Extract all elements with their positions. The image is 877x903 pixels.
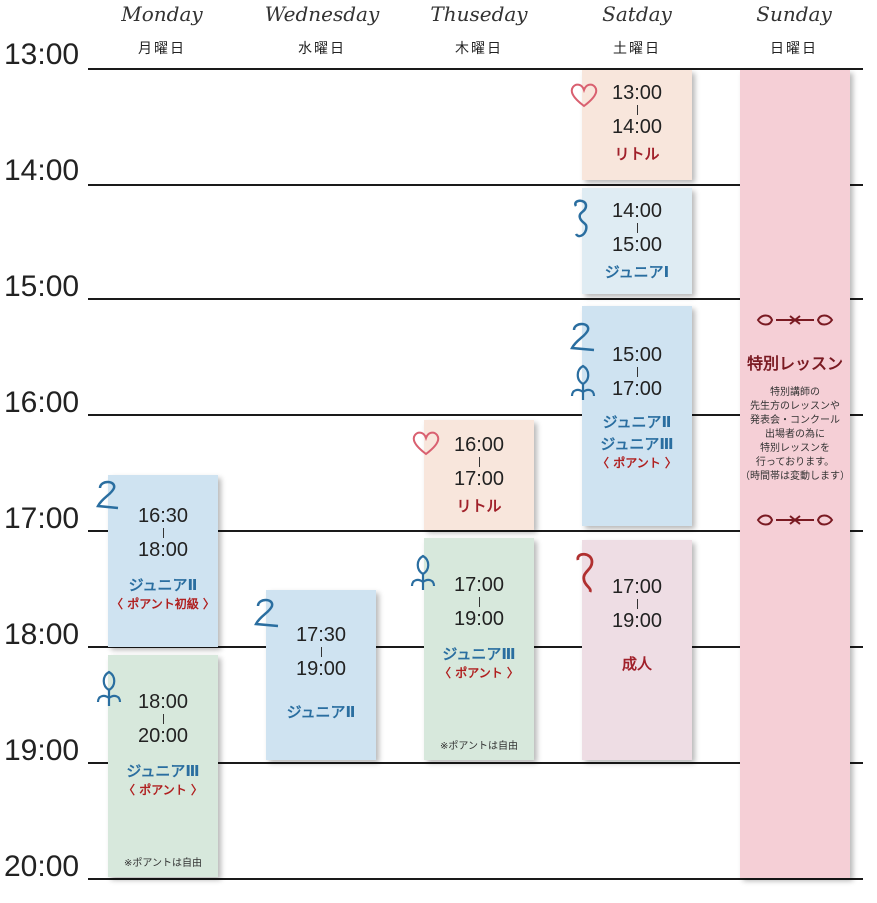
class-block-saturday-3[interactable]: 15:00 17:00 ジュニアⅡ ジュニアⅢ 〈 ポアント 〉 bbox=[582, 306, 692, 526]
class-block-thursday-1[interactable]: 16:00 17:00 リトル bbox=[424, 420, 534, 530]
class-name: ジュニアⅡ bbox=[128, 576, 198, 594]
class-name: リトル bbox=[614, 145, 660, 163]
start-time: 18:00 bbox=[137, 691, 189, 713]
time-separator bbox=[636, 367, 638, 377]
hour-line bbox=[88, 68, 863, 70]
time-label-14: 14:00 bbox=[4, 154, 80, 187]
swirl-icon bbox=[576, 552, 594, 593]
class-name: ジュニアⅠ bbox=[604, 263, 670, 281]
day-jp-saturday: 土曜日 bbox=[613, 41, 661, 57]
end-time: 15:00 bbox=[611, 234, 663, 256]
desc-line: 行っております。 bbox=[755, 457, 835, 468]
special-lesson-desc: 特別講師の 先生方のレッスンや 発表会・コンクール 出場者の為に 特別レッスンを… bbox=[740, 386, 850, 484]
time-separator bbox=[478, 457, 480, 467]
start-time: 16:30 bbox=[137, 505, 189, 527]
tulip-icon bbox=[410, 554, 436, 590]
ornament-icon bbox=[756, 514, 834, 526]
day-jp-monday: 月曜日 bbox=[138, 41, 186, 57]
swirl-icon bbox=[570, 322, 595, 352]
class-note: 〈 ポアント 〉 bbox=[439, 666, 519, 680]
class-footnote: ※ポアントは自由 bbox=[124, 858, 202, 869]
hour-line bbox=[88, 878, 863, 880]
heart-icon bbox=[570, 83, 598, 108]
class-block-saturday-2[interactable]: 14:00 15:00 ジュニアⅠ bbox=[582, 188, 692, 294]
start-time: 15:00 bbox=[611, 344, 663, 366]
time-separator bbox=[162, 714, 164, 724]
end-time: 17:00 bbox=[453, 468, 505, 490]
end-time: 19:00 bbox=[453, 608, 505, 630]
day-en-saturday: Satday bbox=[602, 2, 672, 26]
start-time: 16:00 bbox=[453, 434, 505, 456]
time-separator bbox=[162, 528, 164, 538]
class-block-monday-1[interactable]: 16:30 18:00 ジュニアⅡ 〈 ポアント初級 〉 bbox=[108, 475, 218, 647]
hour-line bbox=[88, 762, 863, 764]
class-note: 〈 ポアント初級 〉 bbox=[111, 597, 215, 611]
start-time: 17:30 bbox=[295, 624, 347, 646]
time-label-13: 13:00 bbox=[4, 38, 80, 71]
end-time: 20:00 bbox=[137, 725, 189, 747]
time-separator bbox=[636, 223, 638, 233]
tulip-icon bbox=[96, 670, 122, 706]
hour-line bbox=[88, 298, 863, 300]
start-time: 17:00 bbox=[453, 574, 505, 596]
hour-line bbox=[88, 414, 863, 416]
day-jp-thursday: 木曜日 bbox=[455, 41, 503, 57]
class-note: 〈 ポアント 〉 bbox=[123, 783, 203, 797]
desc-line: 発表会・コンクール bbox=[750, 415, 840, 426]
time-separator bbox=[636, 105, 638, 115]
time-label-16: 16:00 bbox=[4, 386, 80, 419]
end-time: 18:00 bbox=[137, 539, 189, 561]
class-name-2: ジュニアⅢ bbox=[600, 435, 674, 453]
swirl-icon bbox=[574, 199, 588, 238]
day-en-sunday: Sunday bbox=[756, 2, 832, 26]
special-lesson-title: 特別レッスン bbox=[746, 354, 843, 373]
class-block-saturday-1[interactable]: 13:00 14:00 リトル bbox=[582, 70, 692, 180]
swirl-icon bbox=[254, 598, 279, 628]
start-time: 14:00 bbox=[611, 200, 663, 222]
time-separator bbox=[636, 599, 638, 609]
end-time: 19:00 bbox=[611, 610, 663, 632]
class-name: リトル bbox=[456, 497, 502, 515]
start-time: 17:00 bbox=[611, 576, 663, 598]
desc-line: 先生方のレッスンや bbox=[750, 401, 840, 412]
heart-icon bbox=[412, 431, 440, 456]
end-time: 17:00 bbox=[611, 378, 663, 400]
swirl-icon bbox=[96, 480, 119, 510]
time-label-19: 19:00 bbox=[4, 734, 80, 767]
hour-line bbox=[88, 184, 863, 186]
class-name: ジュニアⅢ bbox=[442, 645, 516, 663]
day-en-wednesday: Wednesday bbox=[264, 2, 380, 26]
time-label-18: 18:00 bbox=[4, 618, 80, 651]
class-block-monday-2[interactable]: 18:00 20:00 ジュニアⅢ 〈 ポアント 〉 ※ポアントは自由 bbox=[108, 655, 218, 877]
time-separator bbox=[478, 597, 480, 607]
class-name: ジュニアⅡ bbox=[286, 703, 356, 721]
class-name-1: ジュニアⅡ bbox=[602, 413, 672, 431]
end-time: 14:00 bbox=[611, 116, 663, 138]
class-name: 成人 bbox=[621, 655, 652, 673]
day-jp-sunday: 日曜日 bbox=[770, 41, 818, 57]
desc-line: （時間帯は変動します） bbox=[740, 471, 850, 482]
desc-line: 特別講師の bbox=[770, 387, 820, 398]
class-block-thursday-2[interactable]: 17:00 19:00 ジュニアⅢ 〈 ポアント 〉 ※ポアントは自由 bbox=[424, 538, 534, 760]
tulip-icon bbox=[570, 364, 596, 400]
class-block-saturday-4[interactable]: 17:00 19:00 成人 bbox=[582, 540, 692, 760]
ornament-icon bbox=[756, 314, 834, 326]
hour-line bbox=[88, 530, 863, 532]
special-lesson-block[interactable]: 特別レッスン 特別講師の 先生方のレッスンや 発表会・コンクール 出場者の為に … bbox=[740, 70, 850, 878]
time-label-17: 17:00 bbox=[4, 502, 80, 535]
time-separator bbox=[320, 647, 322, 657]
desc-line: 出場者の為に bbox=[765, 429, 825, 440]
desc-line: 特別レッスンを bbox=[760, 443, 830, 454]
day-jp-wednesday: 水曜日 bbox=[298, 41, 346, 57]
end-time: 19:00 bbox=[295, 658, 347, 680]
class-footnote: ※ポアントは自由 bbox=[440, 741, 518, 752]
day-en-thursday: Thuseday bbox=[430, 2, 528, 26]
time-label-15: 15:00 bbox=[4, 270, 80, 303]
class-note: 〈 ポアント 〉 bbox=[597, 456, 677, 470]
day-en-monday: Monday bbox=[121, 2, 203, 26]
time-label-20: 20:00 bbox=[4, 850, 80, 883]
start-time: 13:00 bbox=[611, 82, 663, 104]
class-block-wednesday-1[interactable]: 17:30 19:00 ジュニアⅡ bbox=[266, 590, 376, 760]
class-name: ジュニアⅢ bbox=[126, 762, 200, 780]
